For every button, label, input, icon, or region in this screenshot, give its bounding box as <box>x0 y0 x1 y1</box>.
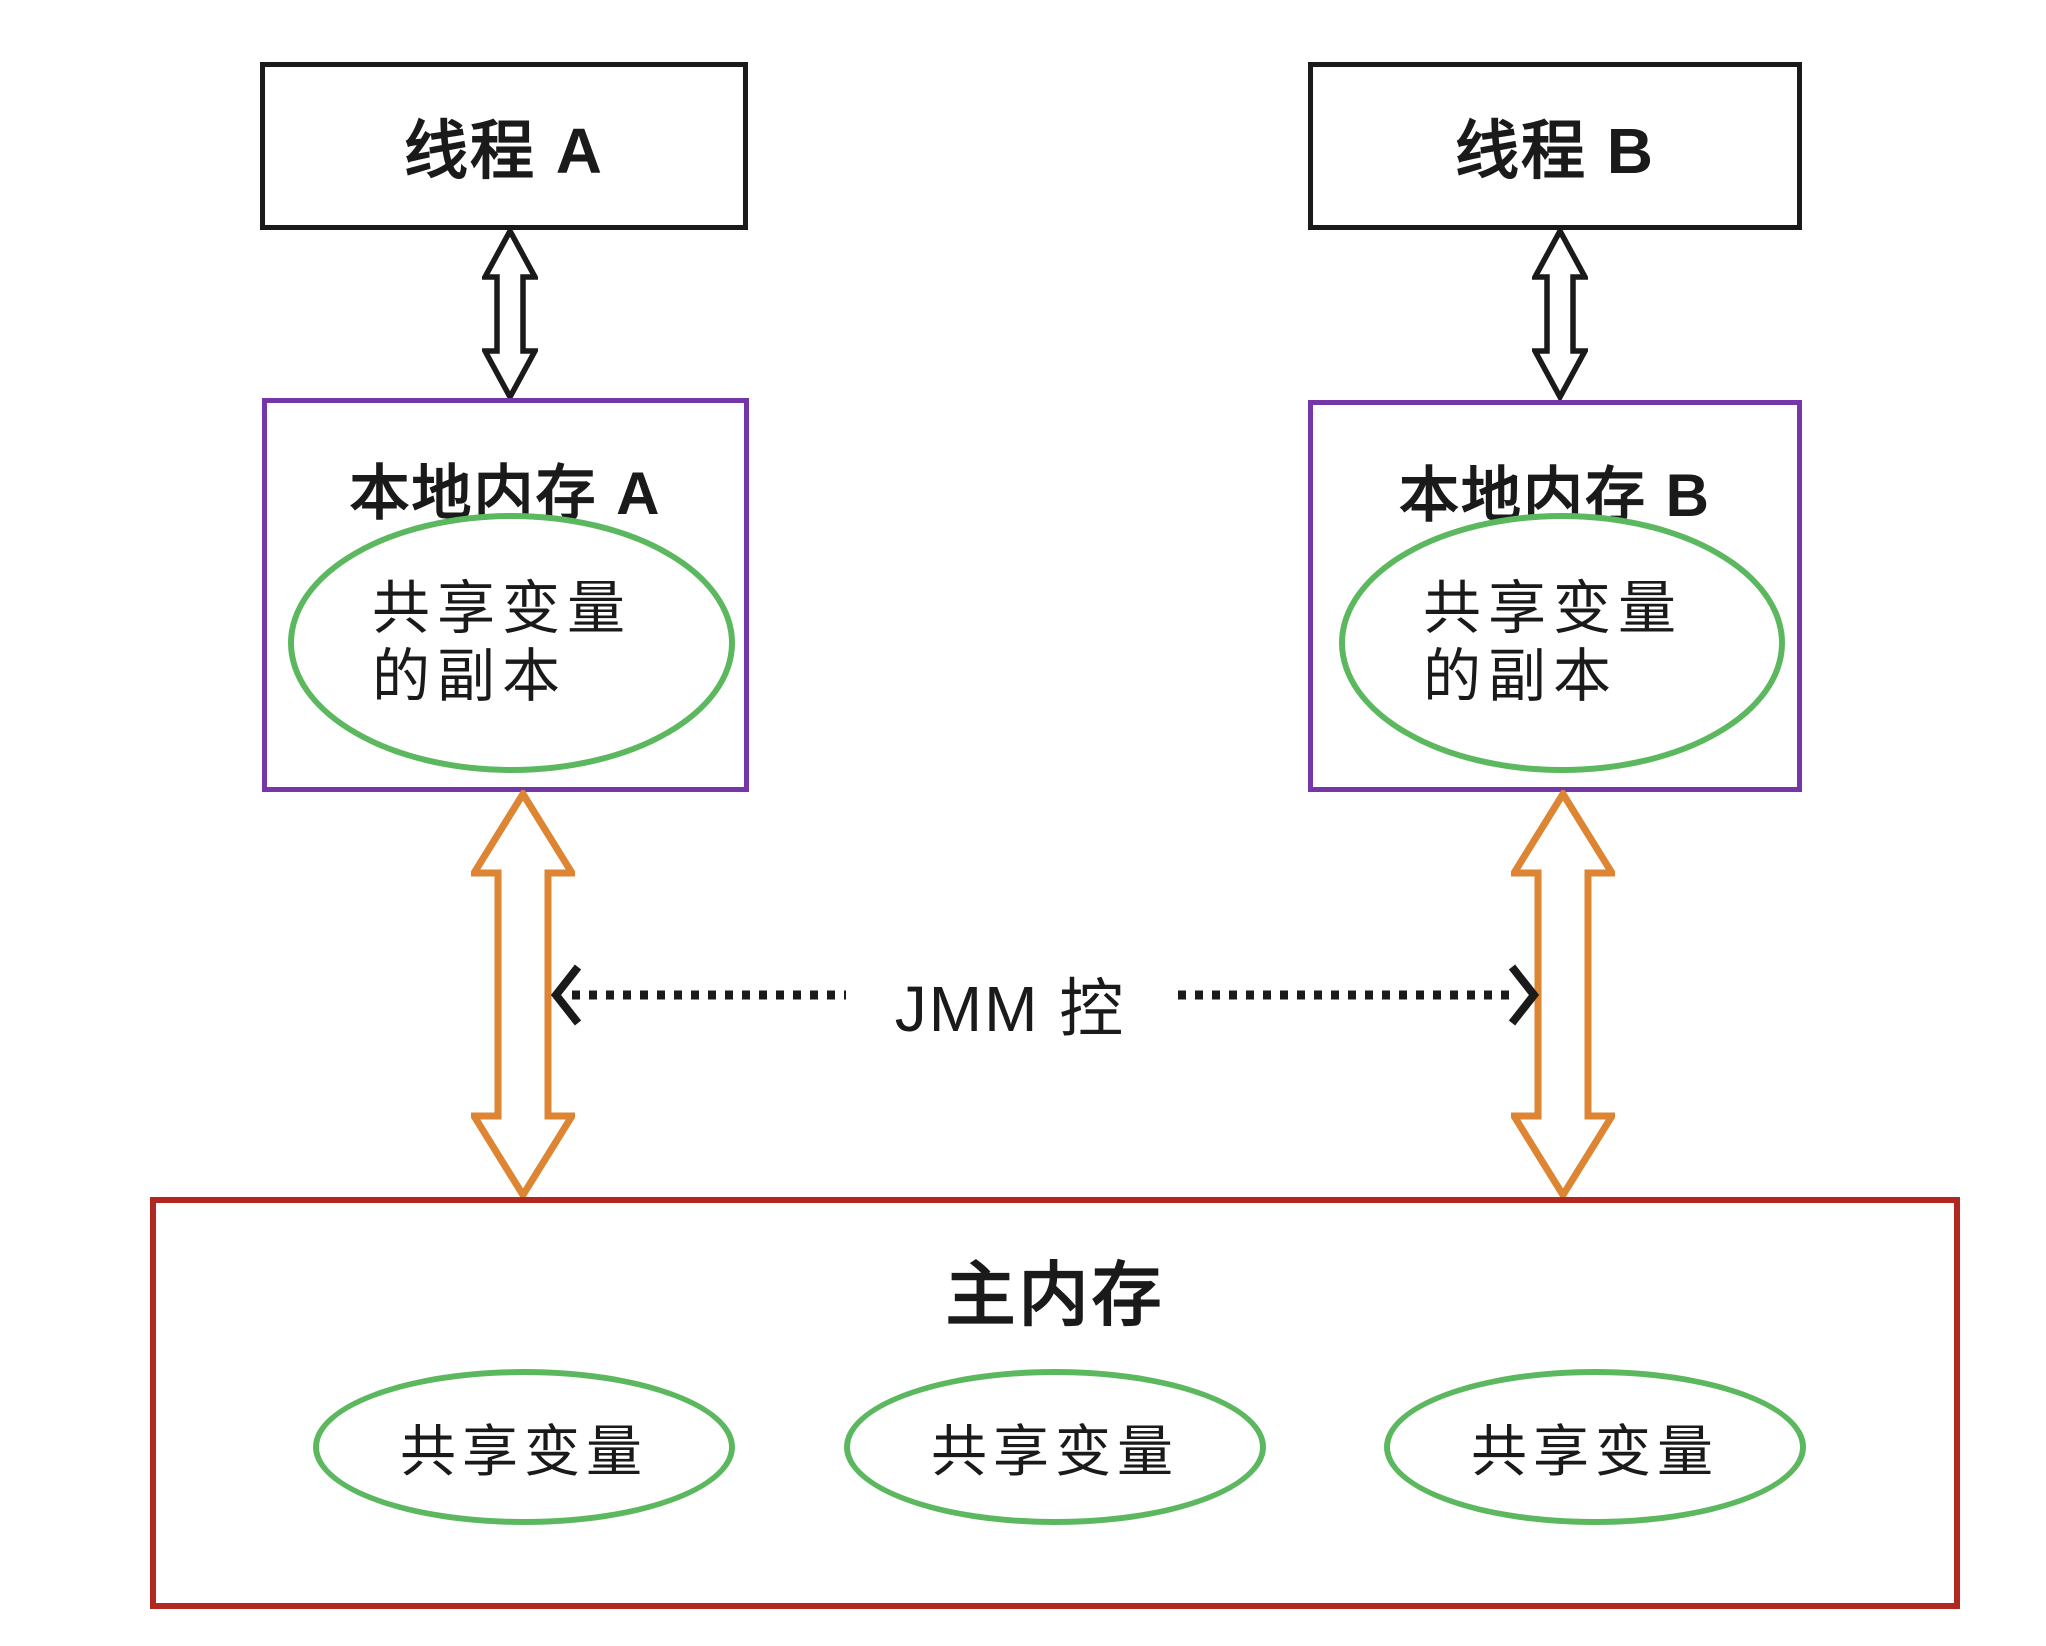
jmm-control-arrow-left-icon <box>548 961 852 1029</box>
shared-var-label-2: 共享变量 <box>931 1421 1179 1484</box>
local-memory-a-box: 本地内存 A 共享变量 的副本 <box>262 398 749 792</box>
shared-copy-b-line2: 的副本 <box>1423 644 1619 709</box>
shared-var-label-3: 共享变量 <box>1471 1421 1719 1484</box>
thread-a-box: 线程 A <box>260 62 748 230</box>
shared-copy-text-a: 共享变量 的副本 <box>372 575 632 711</box>
thread-a-local-memory-a-arrow-icon <box>482 228 538 400</box>
local-memory-b-main-memory-arrow-icon <box>1511 790 1615 1199</box>
shared-var-ellipse-3: 共享变量 <box>1384 1369 1806 1525</box>
thread-b-label: 线程 B <box>1455 115 1655 187</box>
jmm-control-arrow-right-icon <box>1174 961 1542 1029</box>
shared-var-label-1: 共享变量 <box>400 1421 648 1484</box>
main-memory-title: 主内存 <box>945 1256 1165 1334</box>
shared-copy-b-line1: 共享变量 <box>1423 576 1684 641</box>
shared-var-ellipse-1: 共享变量 <box>313 1369 735 1525</box>
local-memory-b-box: 本地内存 B 共享变量 的副本 <box>1308 400 1802 792</box>
shared-copy-text-b: 共享变量 的副本 <box>1423 575 1683 711</box>
shared-copy-ellipse-a: 共享变量 的副本 <box>288 513 735 773</box>
jmm-control-label: JMM 控 <box>894 973 1126 1045</box>
thread-a-label: 线程 A <box>404 115 604 187</box>
shared-var-ellipse-2: 共享变量 <box>844 1369 1266 1525</box>
shared-copy-a-line1: 共享变量 <box>372 576 633 641</box>
thread-b-box: 线程 B <box>1308 62 1802 230</box>
thread-b-local-memory-b-arrow-icon <box>1532 228 1588 400</box>
main-memory-box: 主内存 共享变量 共享变量 共享变量 <box>150 1197 1960 1609</box>
shared-copy-a-line2: 的副本 <box>372 644 568 709</box>
shared-copy-ellipse-b: 共享变量 的副本 <box>1339 513 1785 773</box>
local-memory-a-main-memory-arrow-icon <box>471 790 575 1199</box>
